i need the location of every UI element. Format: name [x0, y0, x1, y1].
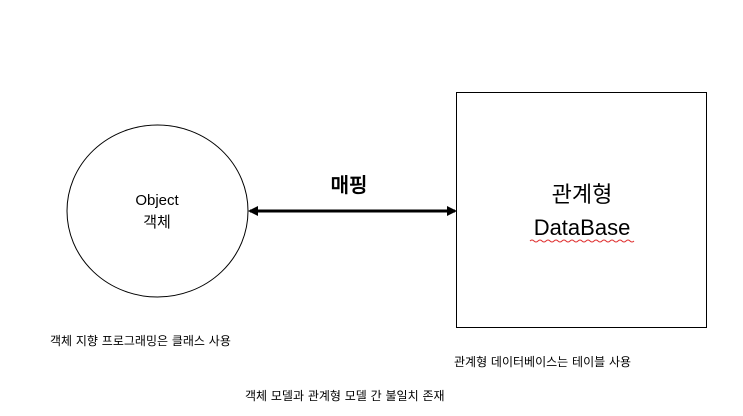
spellcheck-underline: [529, 239, 635, 243]
object-label-line1: Object: [135, 192, 179, 209]
database-box: [456, 92, 707, 328]
mismatch-caption: 객체 모델과 관계형 모델 간 불일치 존재: [245, 389, 445, 403]
object-ellipse: [66, 124, 249, 298]
mapping-label: 매핑: [331, 173, 368, 197]
database-caption: 관계형 데이터베이스는 테이블 사용: [454, 355, 632, 369]
object-label-line2: 객체: [143, 213, 171, 231]
database-label-line1: 관계형: [552, 183, 613, 208]
database-label-line2: DataBase: [534, 215, 631, 240]
object-caption: 객체 지향 프로그래밍은 클래스 사용: [50, 334, 231, 348]
